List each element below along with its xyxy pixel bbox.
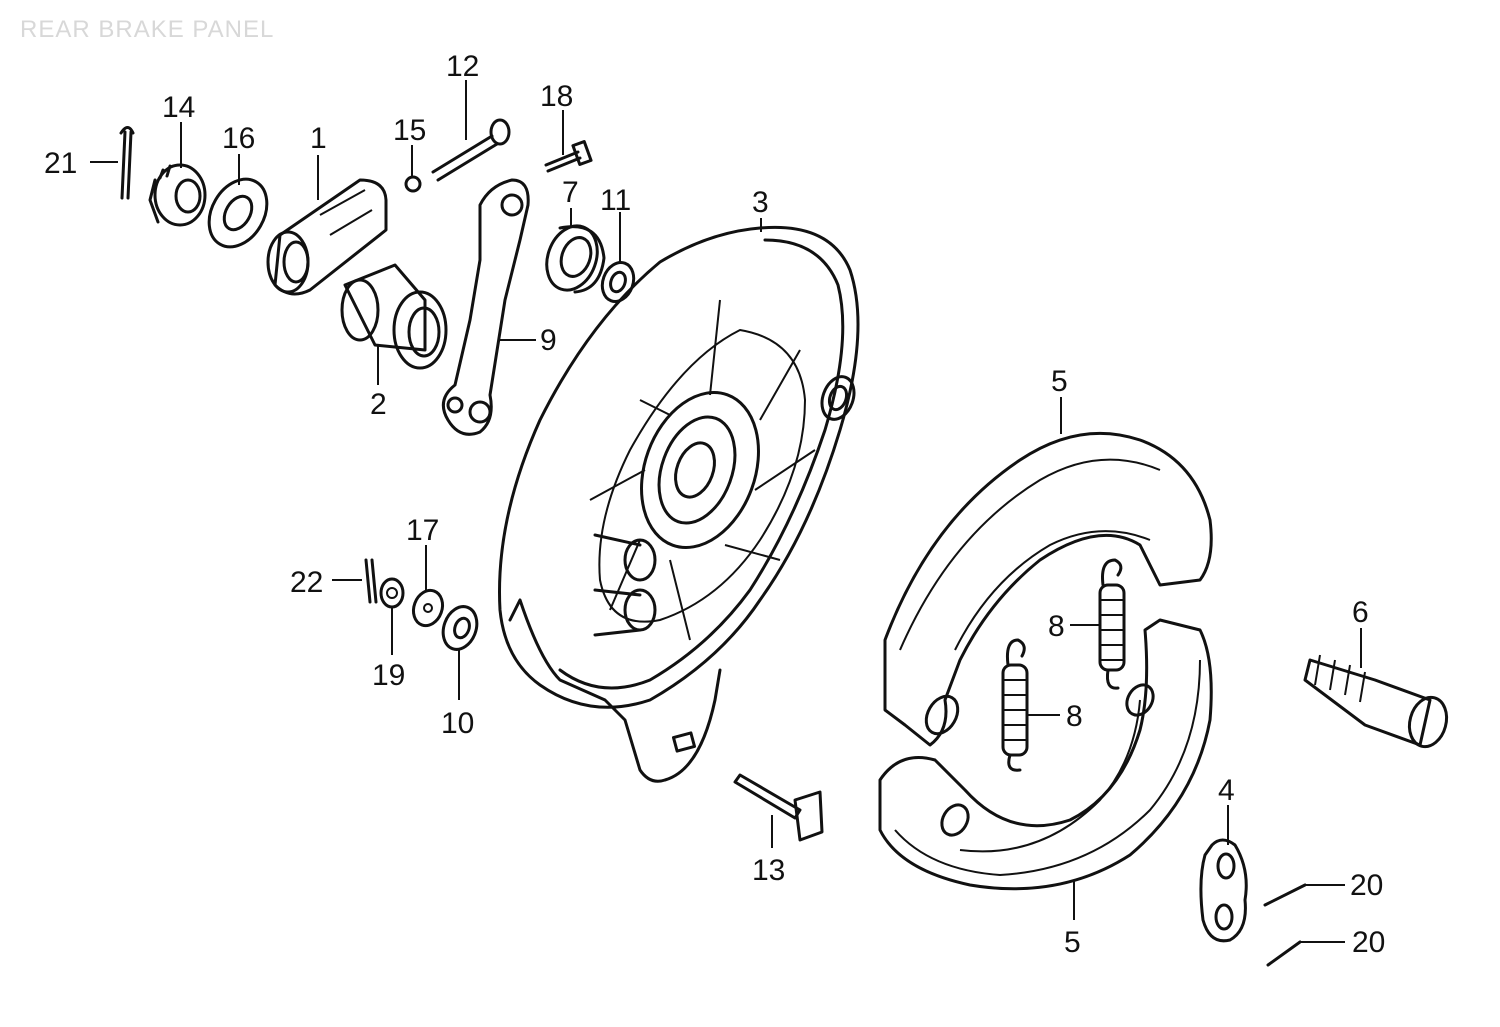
callout-19: 19 [372, 659, 405, 692]
part-13-anchor-pin [733, 773, 824, 842]
part-10-washer [441, 605, 479, 651]
part-17-washer [411, 588, 445, 628]
callout-18: 18 [540, 80, 573, 113]
callout-13: 13 [752, 854, 785, 887]
part-18-bolt [544, 140, 593, 173]
part-16-washer [207, 177, 269, 249]
part-1-brake-cam-sleeve [266, 178, 388, 296]
part-2-bushing [340, 263, 448, 370]
callout-labels: 21 14 16 1 2 15 12 18 7 11 3 9 22 17 19 … [44, 50, 1385, 959]
callout-14: 14 [162, 91, 195, 124]
part-4-shoe-plate [1199, 838, 1248, 943]
part-15-nut [404, 175, 422, 193]
callout-15: 15 [393, 114, 426, 147]
part-21-cotter-pin [119, 126, 135, 200]
callout-17: 17 [406, 514, 439, 547]
callout-20-upper: 20 [1350, 869, 1383, 902]
callout-7: 7 [562, 176, 579, 209]
callout-6: 6 [1352, 596, 1369, 629]
part-5-brake-shoe-lower [878, 618, 1213, 891]
callout-3: 3 [752, 186, 769, 219]
part-14-castle-nut [148, 163, 207, 227]
callout-9: 9 [540, 324, 557, 357]
part-7-dust-seal [545, 224, 606, 294]
part-22-cotter-pin [364, 558, 378, 604]
part-6-brake-cam [1303, 654, 1449, 749]
callout-12: 12 [446, 50, 479, 83]
callout-5-upper: 5 [1051, 365, 1068, 398]
part-8-spring-left [1001, 638, 1029, 772]
callout-20-lower: 20 [1352, 926, 1385, 959]
leader-lines [90, 80, 1362, 943]
callout-1: 1 [310, 122, 327, 155]
part-9-brake-arm [441, 178, 530, 436]
callout-5-lower: 5 [1064, 926, 1081, 959]
callout-11: 11 [600, 184, 631, 217]
part-20-cotter-pin-lower [1266, 940, 1302, 967]
callout-8-lower: 8 [1066, 700, 1083, 733]
part-5-brake-shoe-upper [883, 431, 1213, 747]
diagram-title: REAR BRAKE PANEL [20, 16, 275, 43]
callout-22: 22 [290, 566, 323, 599]
callout-4: 4 [1218, 774, 1235, 807]
callout-10: 10 [441, 707, 474, 740]
callout-2: 2 [370, 388, 387, 421]
callout-21: 21 [44, 147, 77, 180]
callout-8-upper: 8 [1048, 610, 1065, 643]
callout-16: 16 [222, 122, 255, 155]
part-3-brake-panel [498, 225, 860, 783]
part-8-spring-right [1098, 558, 1126, 690]
part-20-cotter-pin-upper [1263, 883, 1307, 907]
part-19-nut [379, 577, 405, 609]
part-12-bolt [431, 118, 511, 182]
